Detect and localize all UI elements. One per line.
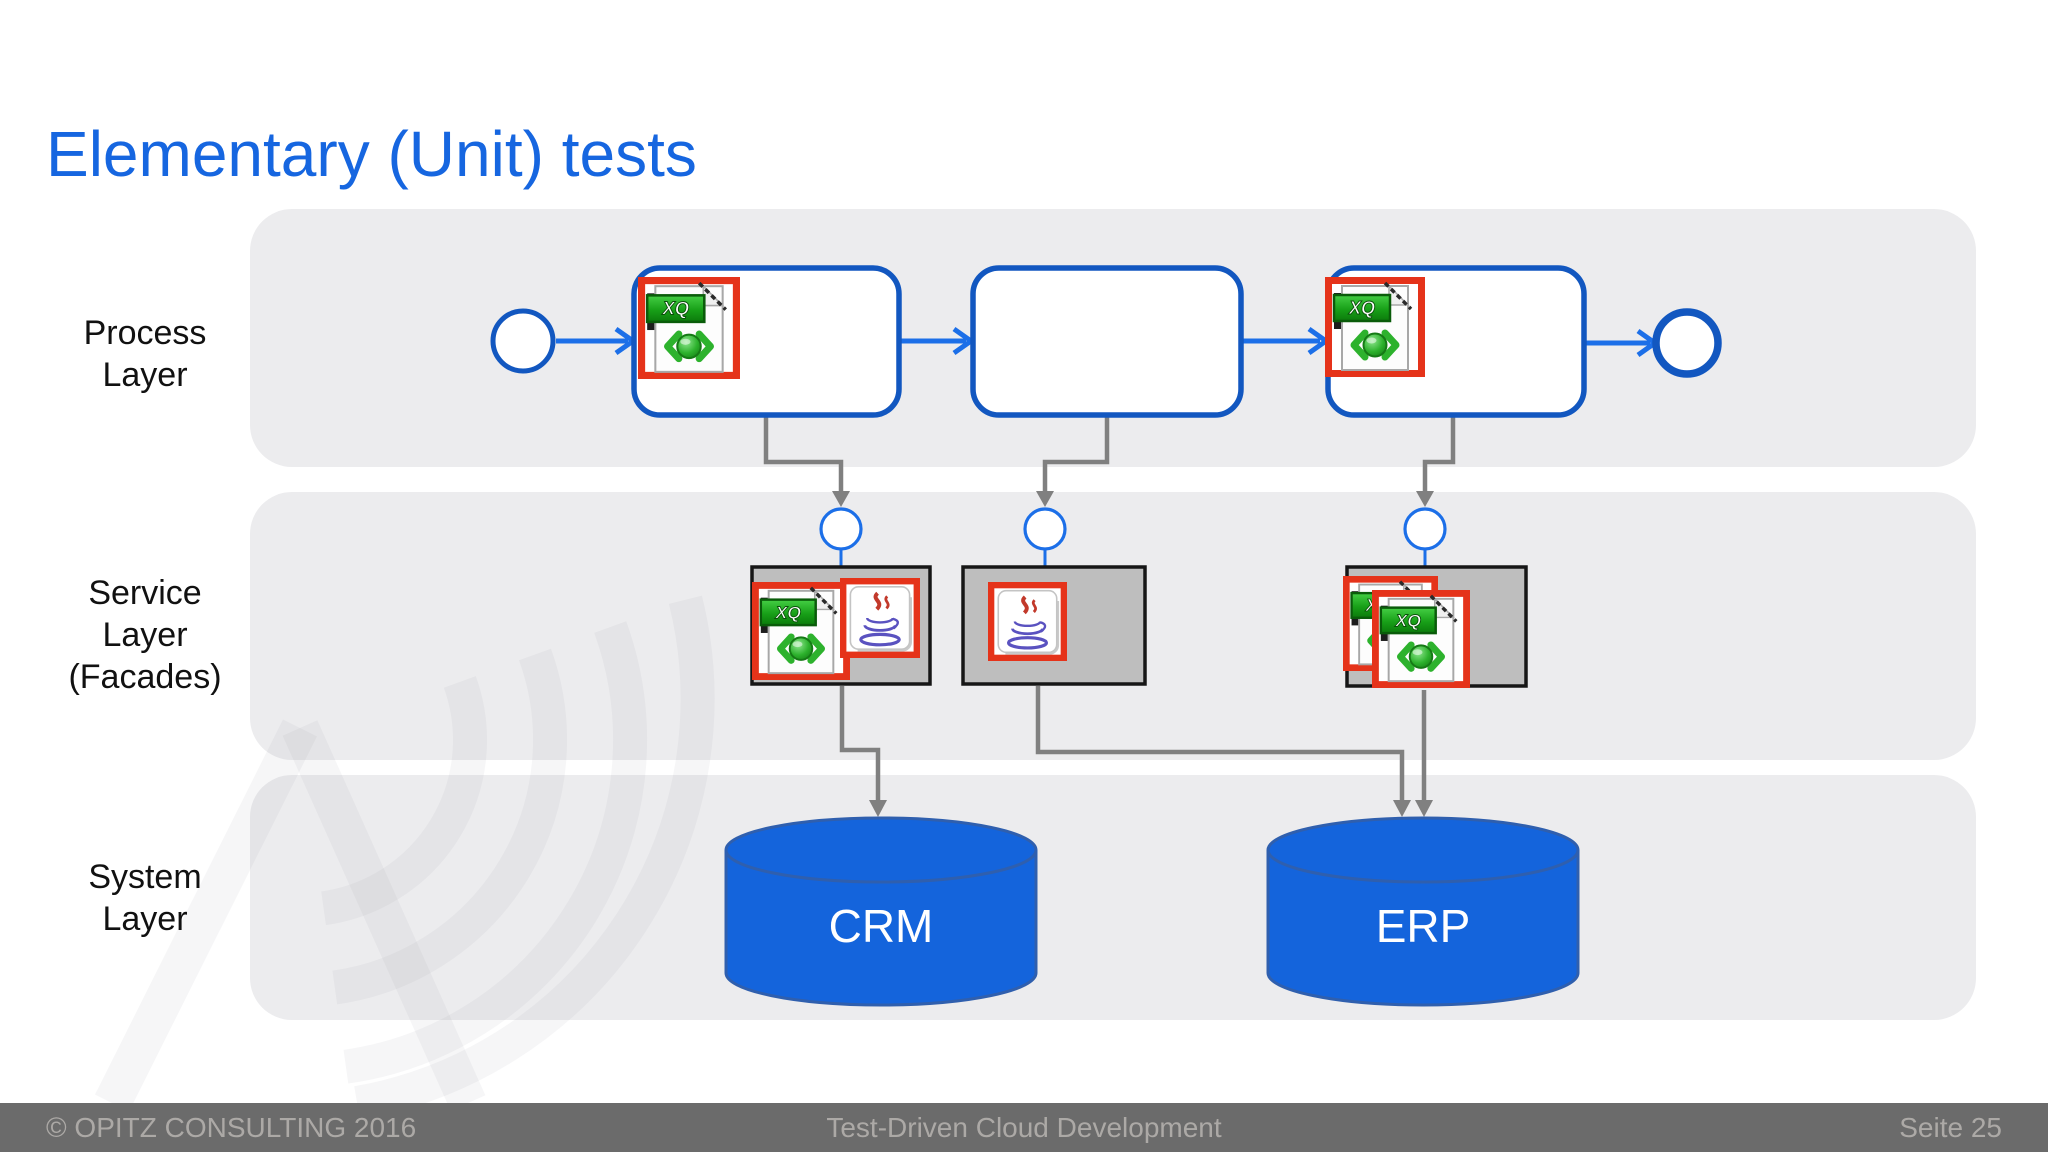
service-layer-label: Service Layer (Facades) (30, 572, 260, 698)
java-test-icon (843, 581, 917, 655)
process-layer-label: Process Layer (30, 312, 260, 396)
connector-service2-erp (1035, 686, 1405, 801)
process-to-service-connectors (763, 416, 1456, 494)
interface-circle (819, 507, 863, 551)
xquery-test-file-icon (1375, 593, 1466, 684)
label-line: Process (83, 314, 207, 352)
footer-bar: Test-Driven Cloud Development © OPITZ CO… (0, 1103, 2048, 1152)
footer-copyright: © OPITZ CONSULTING 2016 (46, 1111, 417, 1143)
erp-label: ERP (1376, 900, 1471, 952)
service-facades (750, 565, 1528, 686)
process-task-2 (970, 265, 1244, 418)
crm-label: CRM (829, 900, 934, 952)
sequence-flow-arrow (901, 326, 976, 356)
sequence-flow-arrow (1586, 328, 1660, 358)
connector-task1-service1 (763, 416, 844, 494)
system-databases: CRM ERP (724, 816, 1580, 1007)
arrowhead-icon (832, 491, 850, 507)
service-to-system-connectors (839, 686, 1427, 801)
xquery-test-file-icon (755, 585, 846, 676)
connector-task2-service2 (1042, 416, 1110, 494)
label-line: System (88, 858, 202, 896)
bpmn-process-flow (490, 265, 1722, 418)
arrowhead-icon (869, 800, 887, 817)
connector-arrowheads (832, 491, 1434, 507)
sequence-flow-arrow (1243, 326, 1331, 356)
sequence-flow-arrow (556, 326, 638, 356)
connector-task3-service3 (1422, 416, 1456, 494)
label-line: Layer (102, 616, 188, 654)
label-line: Layer (102, 356, 188, 394)
footer-page-number: Seite 25 (1899, 1111, 2002, 1143)
xquery-test-file-icon (642, 281, 737, 376)
system-layer-label: System Layer (30, 856, 260, 940)
end-event-circle (1652, 308, 1722, 378)
xquery-test-file-icon (1329, 281, 1422, 374)
arrowhead-icon (1393, 800, 1411, 817)
erp-database: ERP (1266, 816, 1580, 1007)
label-line: Service (88, 574, 202, 612)
interface-circle (1403, 507, 1447, 551)
page-title: Elementary (Unit) tests (46, 118, 697, 190)
arrowhead-icon (1036, 491, 1054, 507)
start-event-circle (490, 308, 556, 374)
label-line: Layer (102, 900, 188, 938)
arrowhead-icon (1415, 800, 1433, 817)
connector-service1-crm (839, 686, 881, 801)
interface-circle (1023, 507, 1067, 551)
system-layer-band (250, 775, 1976, 1020)
crm-database: CRM (724, 816, 1038, 1007)
java-test-icon (991, 585, 1064, 658)
service-interfaces (819, 507, 1447, 568)
label-line: (Facades) (68, 658, 222, 696)
connector-arrowheads (869, 800, 1433, 817)
arrowhead-icon (1416, 491, 1434, 507)
